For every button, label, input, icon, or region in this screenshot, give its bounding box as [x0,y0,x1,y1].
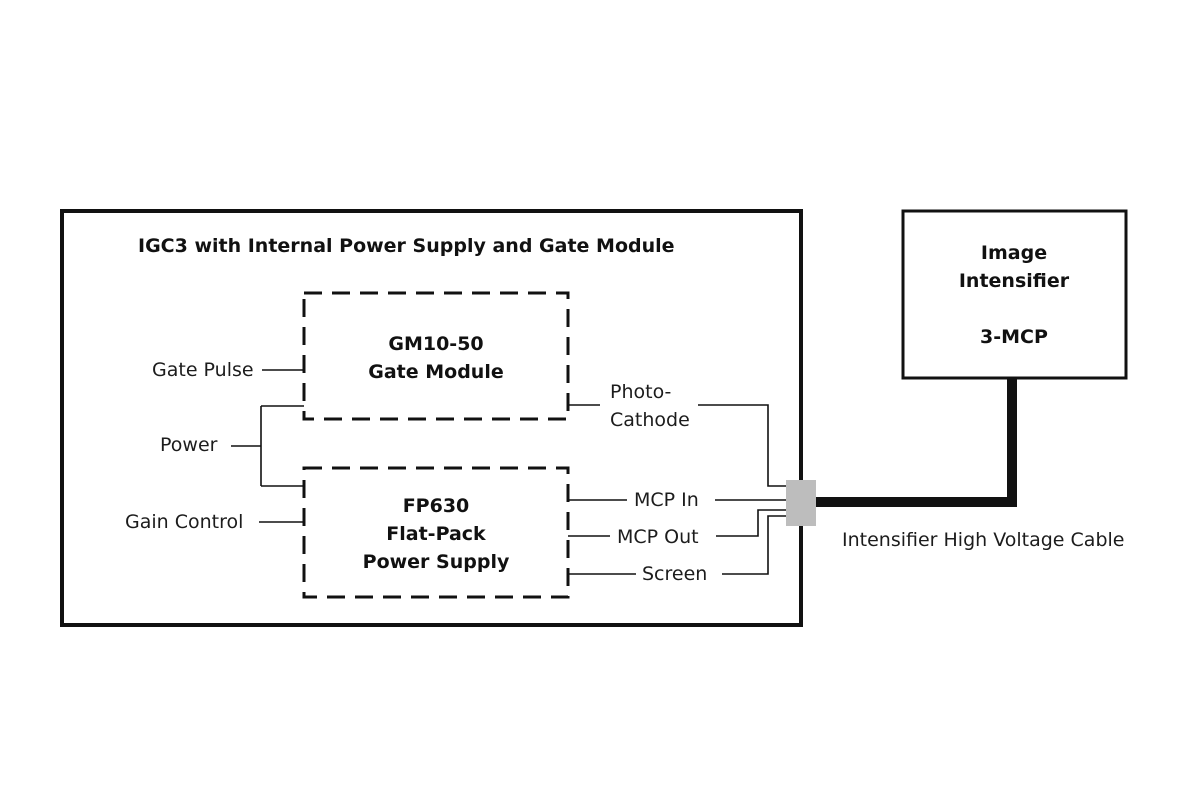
photocathode-label-1: Photo- [610,381,671,403]
image-intensifier-box [901,209,1128,380]
screen-label: Screen [642,563,707,585]
power-supply-line2: Flat-Pack [386,523,486,545]
igc3-outer-box [60,209,803,627]
power-lines [231,405,304,487]
mcp-out-line [568,509,786,537]
hv-connector [786,480,816,526]
mcp-out-label: MCP Out [617,526,699,548]
cable-label: Intensifier High Voltage Cable [842,529,1124,551]
gate-module-line2: Gate Module [368,361,504,383]
igc3-title: IGC3 with Internal Power Supply and Gate… [138,235,675,257]
power-supply-line3: Power Supply [363,551,510,573]
intensifier-line2: Intensifier [959,270,1070,292]
gate-pulse-label: Gate Pulse [152,359,254,381]
power-label: Power [160,434,218,456]
intensifier-line1: Image [981,242,1047,264]
intensifier-line3: 3-MCP [980,326,1048,348]
photocathode-line [568,404,786,487]
gate-module-box [302,291,570,421]
screen-line [568,515,786,575]
gate-module-line1: GM10-50 [388,333,483,355]
power-supply-line1: FP630 [403,495,470,517]
photocathode-label-2: Cathode [610,409,690,431]
gain-control-label: Gain Control [125,511,243,533]
hv-cable [816,378,1017,507]
mcp-in-label: MCP In [634,489,699,511]
